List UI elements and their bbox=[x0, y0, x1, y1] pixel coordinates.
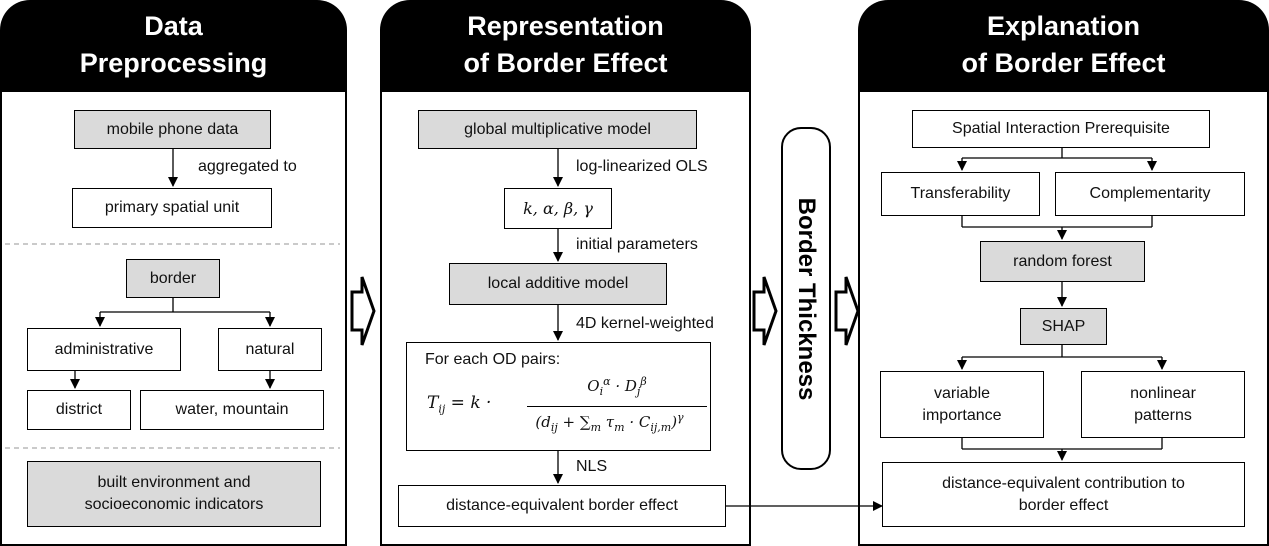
parameters-box: k, α, β, γ bbox=[504, 188, 612, 229]
preprocessing-title-line2: Preprocessing bbox=[79, 48, 268, 78]
local-additive-model-label: local additive model bbox=[487, 275, 629, 292]
nls-label: NLS bbox=[576, 458, 608, 475]
district-box: district bbox=[27, 390, 131, 430]
natural-label: natural bbox=[245, 340, 295, 358]
parameters-label: k, α, β, γ bbox=[523, 198, 593, 218]
variable-importance-box: variable importance bbox=[880, 371, 1044, 438]
district-label: district bbox=[55, 401, 103, 418]
built-environment-line2: socioeconomic indicators bbox=[84, 496, 264, 513]
contribution-box: distance-equivalent contribution to bord… bbox=[882, 462, 1245, 527]
nonlinear-patterns-line1: nonlinear bbox=[1130, 384, 1196, 402]
border-label: border bbox=[149, 269, 197, 287]
explanation-title-line1: Explanation bbox=[986, 11, 1141, 41]
administrative-label: administrative bbox=[54, 340, 154, 358]
random-forest-box: random forest bbox=[980, 241, 1145, 282]
natural-box: natural bbox=[218, 328, 322, 371]
shap-box: SHAP bbox=[1020, 308, 1107, 345]
transferability-label: Transferability bbox=[910, 185, 1011, 202]
global-multiplicative-model-box: global multiplicative model bbox=[418, 110, 697, 149]
transferability-box: Transferability bbox=[881, 172, 1040, 216]
hollow-arrow-3-icon bbox=[834, 276, 860, 346]
explanation-title-line2: of Border Effect bbox=[961, 48, 1166, 78]
formula-box: For each OD pairs: Tij = k · Oiα · Djβ (… bbox=[406, 342, 711, 451]
border-thickness-pill: Border Thickness bbox=[781, 127, 831, 470]
preprocessing-title-line1: Data bbox=[144, 11, 203, 41]
border-thickness-label: Border Thickness bbox=[793, 197, 820, 400]
log-linearized-ols-label: log-linearized OLS bbox=[576, 158, 708, 175]
built-environment-line1: built environment and bbox=[97, 474, 251, 491]
initial-parameters-label: initial parameters bbox=[576, 236, 698, 253]
variable-importance-line1: variable bbox=[933, 384, 991, 402]
distance-equivalent-border-effect-box: distance-equivalent border effect bbox=[398, 485, 726, 527]
spatial-interaction-prerequisite-label: Spatial Interaction Prerequisite bbox=[952, 120, 1170, 137]
random-forest-label: random forest bbox=[1013, 252, 1112, 270]
representation-title-line1: Representation bbox=[467, 11, 664, 41]
kernel-weighted-label: 4D kernel-weighted bbox=[576, 315, 714, 332]
mobile-phone-data-box: mobile phone data bbox=[74, 110, 271, 149]
primary-spatial-unit-box: primary spatial unit bbox=[72, 188, 272, 228]
shap-label: SHAP bbox=[1041, 317, 1086, 335]
water-mountain-label: water, mountain bbox=[175, 401, 289, 418]
spatial-interaction-prerequisite-box: Spatial Interaction Prerequisite bbox=[912, 110, 1210, 148]
primary-spatial-unit-label: primary spatial unit bbox=[104, 199, 240, 216]
panel-explanation-header: Explanation of Border Effect bbox=[858, 0, 1269, 92]
water-mountain-box: water, mountain bbox=[140, 390, 324, 430]
variable-importance-line2: importance bbox=[922, 406, 1002, 424]
complementarity-box: Complementarity bbox=[1055, 172, 1245, 216]
nonlinear-patterns-line2: patterns bbox=[1134, 406, 1192, 424]
distance-equivalent-border-effect-label: distance-equivalent border effect bbox=[446, 497, 678, 514]
administrative-box: administrative bbox=[27, 328, 181, 371]
hollow-arrow-2-icon bbox=[752, 276, 778, 346]
aggregated-to-label: aggregated to bbox=[198, 158, 297, 175]
representation-title-line2: of Border Effect bbox=[463, 48, 668, 78]
panel-representation bbox=[380, 90, 751, 546]
complementarity-label: Complementarity bbox=[1089, 185, 1211, 202]
mobile-phone-data-label: mobile phone data bbox=[106, 120, 239, 138]
built-environment-box: built environment and socioeconomic indi… bbox=[27, 461, 321, 527]
contribution-line1: distance-equivalent contribution to bbox=[942, 474, 1185, 492]
border-box: border bbox=[126, 259, 220, 298]
formula-title: For each OD pairs: bbox=[425, 351, 561, 368]
hollow-arrow-1-icon bbox=[350, 276, 376, 346]
local-additive-model-box: local additive model bbox=[449, 263, 667, 305]
formula-equation: Tij = k · Oiα · Djβ (dij + ∑m τm · Cij,m… bbox=[427, 373, 707, 448]
nonlinear-patterns-box: nonlinear patterns bbox=[1081, 371, 1245, 438]
panel-representation-header: Representation of Border Effect bbox=[380, 0, 751, 92]
contribution-line2: border effect bbox=[1018, 496, 1109, 514]
panel-preprocessing-header: Data Preprocessing bbox=[0, 0, 347, 92]
global-multiplicative-model-label: global multiplicative model bbox=[464, 120, 651, 138]
